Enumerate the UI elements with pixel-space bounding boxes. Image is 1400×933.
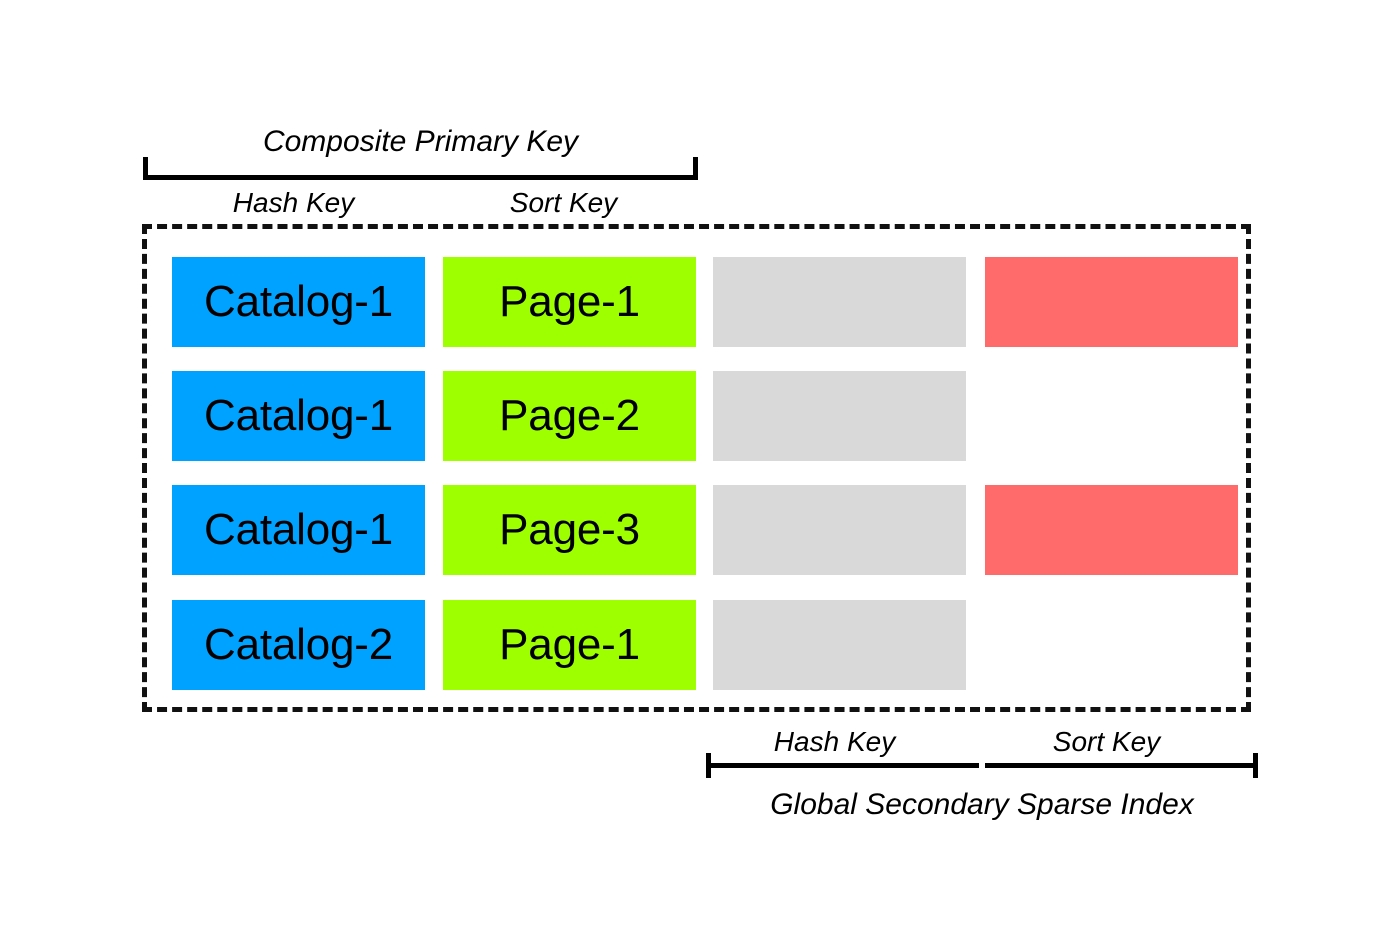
- table-row: [985, 371, 1238, 461]
- global-secondary-sparse-index-label: Global Secondary Sparse Index: [770, 788, 1194, 821]
- bottom-bracket-tick-left: [706, 753, 711, 778]
- composite-primary-key-label: Composite Primary Key: [262, 125, 579, 158]
- cell-text: Page-1: [499, 620, 640, 669]
- bottom-hash-key-label: Hash Key: [773, 726, 896, 757]
- cell-text: Page-3: [499, 505, 640, 554]
- table-row: Page-3: [443, 485, 696, 575]
- cell-text: Catalog-1: [204, 391, 393, 440]
- table-row: [985, 600, 1238, 690]
- table-row: Catalog-2: [172, 600, 425, 690]
- top-sort-key-label: Sort Key: [509, 187, 618, 218]
- cell-text: Catalog-1: [204, 277, 393, 326]
- cell-text: Page-1: [499, 277, 640, 326]
- top-bracket-tick-right: [693, 157, 698, 179]
- cell-text: Catalog-1: [204, 505, 393, 554]
- cell-text: Page-2: [499, 391, 640, 440]
- table-row: [713, 600, 966, 690]
- table-row: [713, 257, 966, 347]
- table-row: [985, 485, 1238, 575]
- dynamodb-table-container: Catalog-1 Page-1 Catalog-1 Page-2 Catalo…: [142, 224, 1251, 712]
- bottom-bracket-line-hash: [706, 763, 979, 768]
- table-row: Page-1: [443, 257, 696, 347]
- table-row: [985, 257, 1238, 347]
- table-row: Page-2: [443, 371, 696, 461]
- bottom-sort-key-label: Sort Key: [1052, 726, 1161, 757]
- bottom-bracket-line-sort: [985, 763, 1258, 768]
- table-row: [713, 485, 966, 575]
- top-bracket-line: [143, 175, 698, 180]
- top-bracket-tick-left: [143, 157, 148, 179]
- table-row: Page-1: [443, 600, 696, 690]
- table-row: Catalog-1: [172, 257, 425, 347]
- table-row: Catalog-1: [172, 371, 425, 461]
- bottom-bracket-tick-right: [1253, 753, 1258, 778]
- top-hash-key-label: Hash Key: [232, 187, 355, 218]
- cell-text: Catalog-2: [204, 620, 393, 669]
- table-row: Catalog-1: [172, 485, 425, 575]
- table-row: [713, 371, 966, 461]
